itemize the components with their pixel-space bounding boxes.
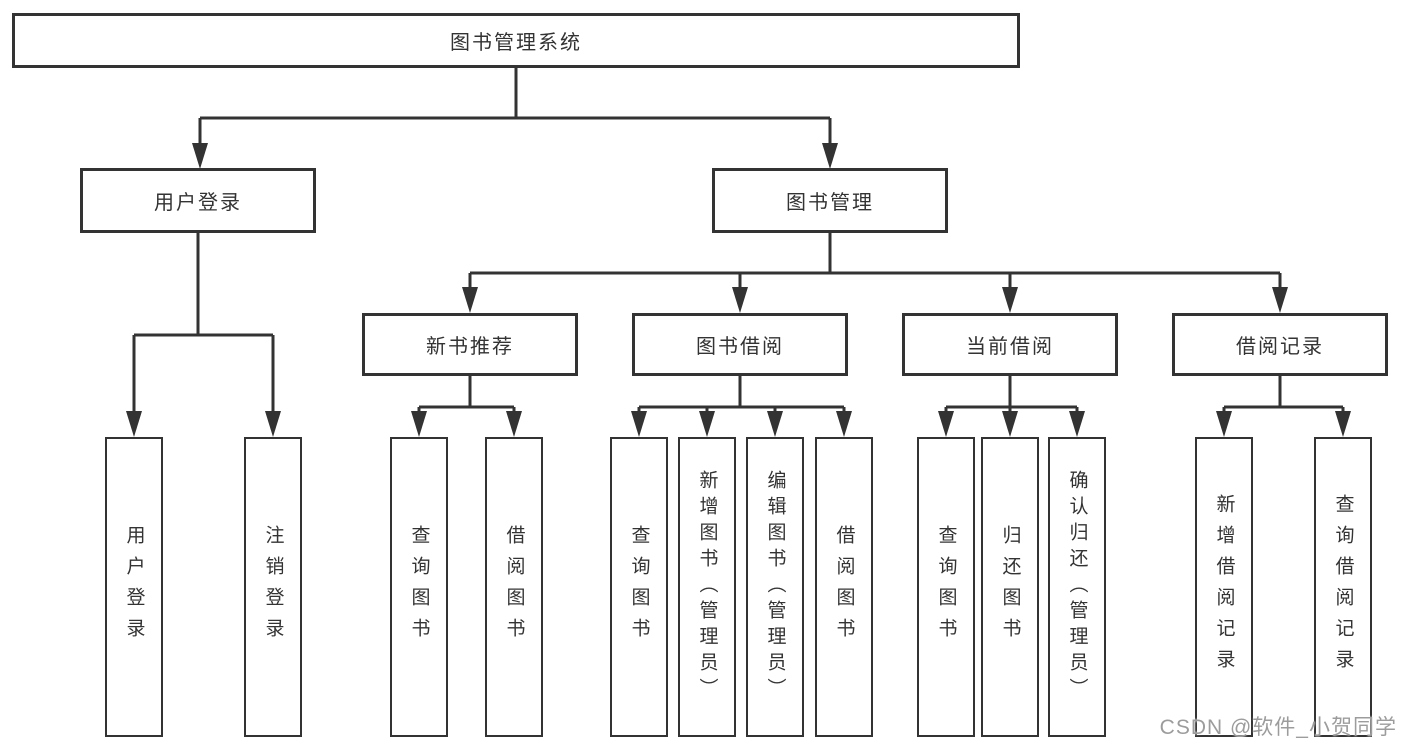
- leaf-edit-book-admin-label: 编辑图书（管理员）: [764, 470, 786, 704]
- node-user-login: 用户登录: [80, 168, 316, 233]
- leaf-borrow-books-recommend-label: 借阅图书: [503, 525, 525, 649]
- leaf-add-borrow-record: 新增借阅记录: [1195, 437, 1253, 737]
- node-book-management-label: 图书管理: [786, 192, 874, 214]
- node-user-login-label: 用户登录: [154, 192, 242, 214]
- csdn-watermark: CSDN @软件_小贺同学: [1159, 716, 1397, 739]
- leaf-borrow-books-recommend: 借阅图书: [485, 437, 543, 737]
- leaf-query-books-recommend: 查询图书: [390, 437, 448, 737]
- node-root-system: 图书管理系统: [12, 13, 1020, 68]
- leaf-borrow-books-borrowing-label: 借阅图书: [833, 525, 855, 649]
- node-new-book-recommend-label: 新书推荐: [426, 336, 514, 358]
- node-new-book-recommend: 新书推荐: [362, 313, 578, 376]
- node-current-borrowing-label: 当前借阅: [966, 336, 1054, 358]
- leaf-add-book-admin-label: 新增图书（管理员）: [696, 470, 718, 704]
- leaf-add-book-admin: 新增图书（管理员）: [678, 437, 736, 737]
- leaf-query-books-borrowing: 查询图书: [610, 437, 668, 737]
- leaf-add-borrow-record-label: 新增借阅记录: [1213, 494, 1235, 680]
- leaf-logout: 注销登录: [244, 437, 302, 737]
- leaf-edit-book-admin: 编辑图书（管理员）: [746, 437, 804, 737]
- leaf-return-books-label: 归还图书: [999, 525, 1021, 649]
- node-book-borrowing-label: 图书借阅: [696, 336, 784, 358]
- node-root-system-label: 图书管理系统: [450, 32, 582, 54]
- leaf-return-books: 归还图书: [981, 437, 1039, 737]
- node-book-borrowing: 图书借阅: [632, 313, 848, 376]
- leaf-query-books-borrowing-label: 查询图书: [628, 525, 650, 649]
- node-current-borrowing: 当前借阅: [902, 313, 1118, 376]
- leaf-borrow-books-borrowing: 借阅图书: [815, 437, 873, 737]
- leaf-confirm-return-admin: 确认归还（管理员）: [1048, 437, 1106, 737]
- node-book-management: 图书管理: [712, 168, 948, 233]
- leaf-user-login-label: 用户登录: [123, 525, 145, 649]
- leaf-query-borrow-record: 查询借阅记录: [1314, 437, 1372, 737]
- node-borrow-records-label: 借阅记录: [1236, 336, 1324, 358]
- node-borrow-records: 借阅记录: [1172, 313, 1388, 376]
- leaf-query-books-current: 查询图书: [917, 437, 975, 737]
- leaf-query-books-recommend-label: 查询图书: [408, 525, 430, 649]
- leaf-query-books-current-label: 查询图书: [935, 525, 957, 649]
- leaf-user-login: 用户登录: [105, 437, 163, 737]
- leaf-logout-label: 注销登录: [262, 525, 284, 649]
- leaf-query-borrow-record-label: 查询借阅记录: [1332, 494, 1354, 680]
- leaf-confirm-return-admin-label: 确认归还（管理员）: [1066, 470, 1088, 704]
